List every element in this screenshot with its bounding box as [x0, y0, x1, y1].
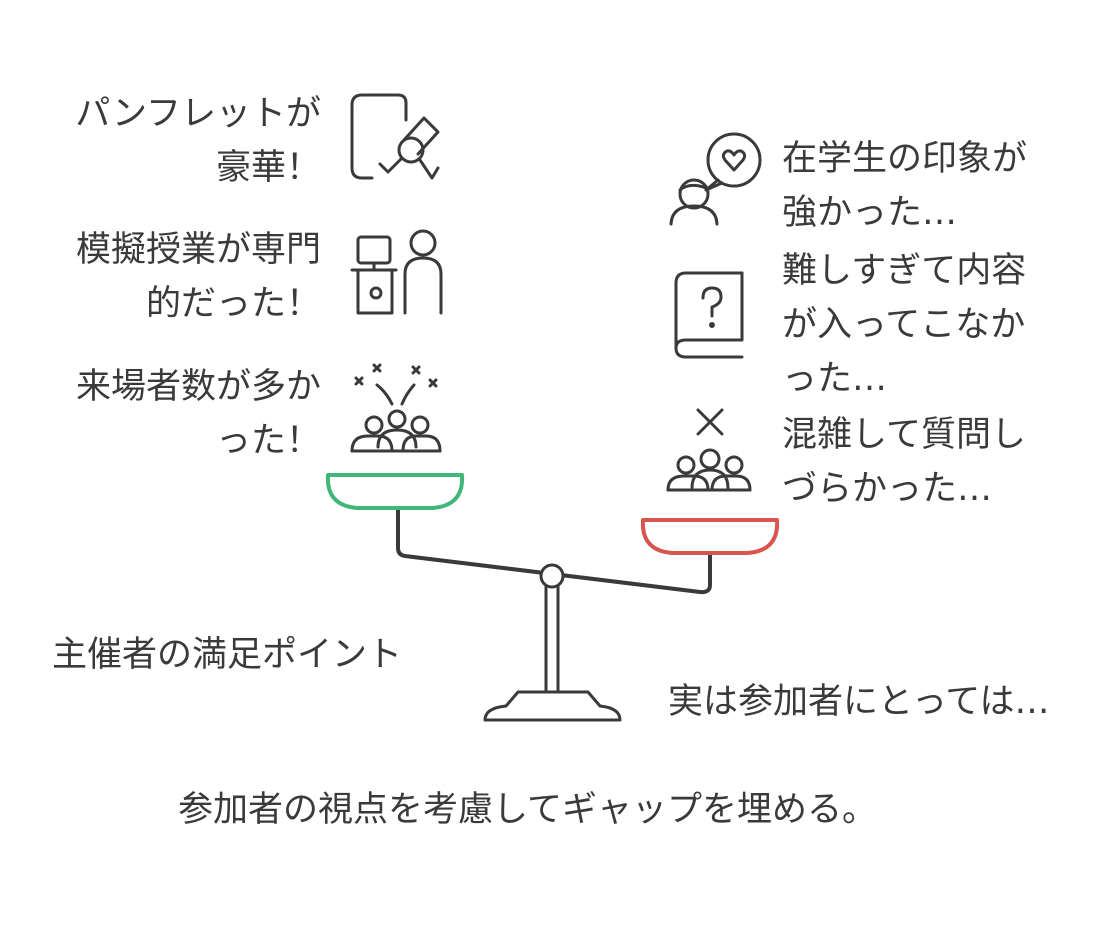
text-line: った… [782, 359, 888, 399]
base [483, 690, 622, 722]
text-line: 豪華！ [215, 148, 321, 188]
student-heart-icon [669, 132, 762, 226]
question-book-icon [674, 271, 744, 359]
text-line: 難しすぎて内容 [782, 251, 1027, 291]
right-item-crowded: 混雑して質問し づらかった… [782, 408, 1026, 516]
text-line: った！ [215, 421, 321, 461]
text-line: パンフレットが [75, 94, 321, 134]
right-pan [640, 518, 780, 555]
certificate-icon [350, 93, 440, 180]
text-line: が入ってこなか [782, 305, 1026, 345]
balance-scale [325, 473, 780, 722]
text-line: 模擬授業が専門 [75, 230, 321, 270]
right-item-difficult: 難しすぎて内容 が入ってこなか った… [782, 244, 1026, 406]
crowd-celebration-icon [350, 363, 442, 453]
text-line: 的だった！ [145, 284, 321, 324]
conclusion-text: 参加者の視点を考慮してギャップを埋める。 [178, 790, 877, 830]
text-line: づらかった… [782, 469, 993, 509]
text-line: 在学生の印象が [782, 139, 1028, 179]
left-pan [325, 473, 465, 510]
pivot [539, 563, 565, 589]
text-line: 来場者数が多か [75, 367, 321, 407]
presenter-icon [350, 229, 443, 315]
left-item-mock-class: 模擬授業が専門 的だった！ [76, 223, 321, 331]
left-item-attendance: 来場者数が多か った！ [76, 360, 321, 468]
pillar [544, 582, 560, 694]
crowd-cross-icon [666, 408, 752, 492]
left-item-brochure: パンフレットが 豪華！ [75, 87, 321, 195]
text-line: 混雑して質問し [782, 415, 1026, 455]
text-line: 強かった… [782, 193, 958, 233]
right-item-students: 在学生の印象が 強かった… [782, 132, 1027, 240]
organizer-label: 主催者の満足ポイント [52, 635, 403, 675]
participant-label: 実は参加者にとっては… [668, 682, 1050, 722]
